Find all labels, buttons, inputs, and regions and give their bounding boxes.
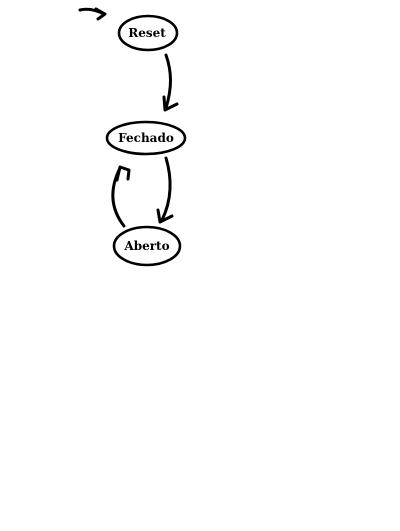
state-aberto: Aberto	[112, 225, 182, 267]
state-reset-ellipse	[117, 14, 179, 52]
transition-fechado-to-aberto	[156, 156, 174, 224]
initial-transition-arrow	[78, 7, 107, 21]
transition-reset-to-fechado	[162, 53, 179, 112]
state-fechado: Fechado	[105, 120, 187, 156]
state-aberto-ellipse	[112, 225, 182, 267]
transition-aberto-to-fechado	[111, 165, 131, 228]
state-reset: Reset	[117, 14, 179, 52]
state-fechado-label: Fechado	[118, 131, 174, 145]
state-fechado-ellipse	[105, 120, 187, 156]
state-aberto-label: Aberto	[123, 239, 169, 253]
state-reset-label: Reset	[128, 26, 166, 40]
